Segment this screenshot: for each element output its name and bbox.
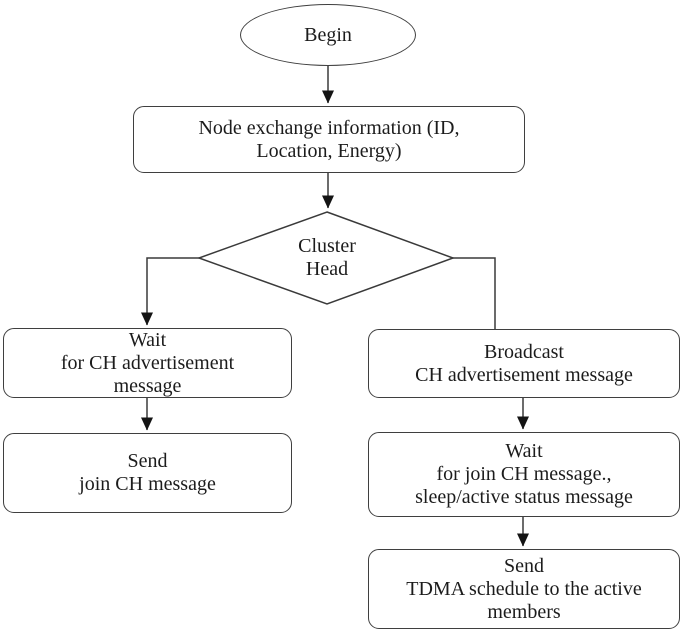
flow-node-exchange-info: Node exchange information (ID, Location,… [133,106,525,173]
node-label-line: CH advertisement message [415,363,633,386]
decision-diamond-shape [196,211,456,305]
node-label-line: Cluster [298,235,356,257]
node-label-line: for CH advertisement [60,351,235,374]
node-label-line: sleep/active status message [415,486,633,508]
flow-node-broadcast-ch-advertisement: Broadcast CH advertisement message [368,329,680,398]
connector-decision-to-wait-left [141,257,200,326]
node-label-line: Send [127,450,168,472]
flow-node-send-join-ch: Send join CH message [3,433,292,513]
node-label-line: message [113,374,182,397]
node-label-line: Node exchange information (ID, [198,116,460,139]
flow-node-begin: Begin [240,4,416,66]
node-label-line: for join CH message., [436,463,612,485]
flow-node-send-tdma-schedule: Send TDMA schedule to the active members [368,549,680,629]
node-label-line: Send [504,554,544,577]
node-label-line: Begin [304,23,352,46]
flow-decision-cluster-head: Cluster Head [199,211,455,305]
flow-node-wait-ch-advertisement: Wait for CH advertisement message [3,328,292,398]
flow-node-wait-join-ch: Wait for join CH message., sleep/active … [368,432,680,517]
node-label-line: TDMA schedule to the active [406,577,642,600]
node-label-line: members [487,600,561,623]
node-label-line: Wait [505,440,543,462]
connector-decision-to-broadcast [452,257,496,329]
node-label-line: Location, Energy) [256,139,402,162]
node-label-line: join CH message [79,473,216,495]
node-label-line: Broadcast [484,340,564,363]
node-label-line: Wait [128,328,167,351]
node-label-line: Head [305,258,349,280]
